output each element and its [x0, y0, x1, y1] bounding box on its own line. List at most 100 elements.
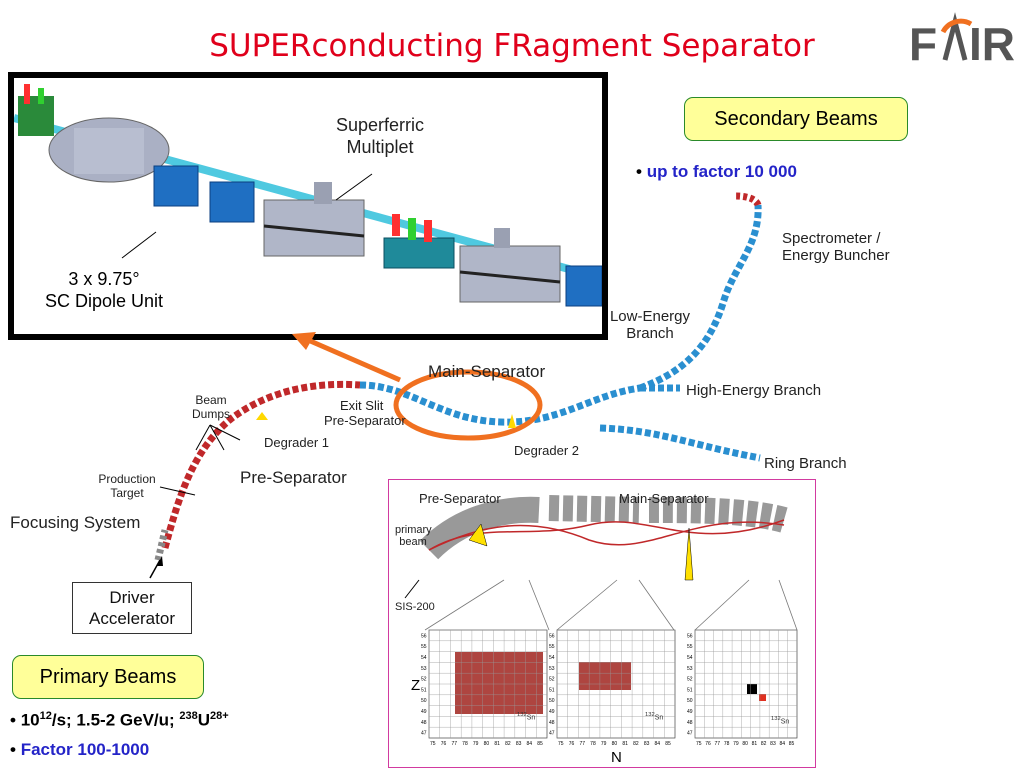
pre-separator-label: Pre-Separator — [240, 468, 347, 487]
n-tick-label: 75 — [558, 741, 564, 747]
primary-bullet-1-text: /s; 1.5-2 GeV/u; — [51, 710, 180, 730]
driver-label-line2: Accelerator — [89, 609, 175, 628]
z-tick-label: 48 — [687, 720, 693, 726]
n-axis-label: N — [611, 749, 622, 766]
n-tick-label: 81 — [752, 741, 758, 747]
low-energy-line — [638, 204, 762, 392]
z-tick-label: 49 — [421, 709, 427, 715]
main-separator-line — [359, 381, 641, 426]
n-tick-label: 75 — [696, 741, 702, 747]
low-energy-label-line2: Branch — [626, 325, 674, 342]
z-tick-label: 51 — [421, 687, 427, 693]
isotope-middle-symbol: Sn — [654, 714, 664, 722]
primary-bullet-1-exp: 12 — [39, 710, 52, 722]
n-tick-label: 79 — [601, 741, 607, 747]
multiplet-label-line2: Multiplet — [346, 137, 414, 157]
primary-bullet-1-element: U — [197, 710, 211, 730]
production-target-label-line1: Production — [98, 472, 156, 486]
z-tick-label: 55 — [687, 644, 693, 650]
primary-bullet-1-charge: 28+ — [210, 710, 229, 722]
z-tick-label: 53 — [687, 666, 693, 672]
z-tick-label: 50 — [687, 698, 693, 704]
z-tick-label: 54 — [421, 655, 427, 661]
inset-primary-label-line2: beam — [399, 536, 427, 548]
magnet-drawing — [14, 84, 602, 307]
dipole-label-line2: SC Dipole Unit — [44, 291, 164, 311]
fair-logo: F IR — [905, 12, 1015, 72]
n-tick-label: 78 — [462, 741, 468, 747]
ring-branch-label: Ring Branch — [764, 455, 847, 472]
logo-letter-f: F — [909, 18, 937, 70]
exit-slit-label: Exit Slit — [340, 398, 384, 413]
secondary-bullet-text: up to factor 10 000 — [646, 162, 797, 181]
n-tick-label: 84 — [655, 741, 661, 747]
z-tick-label: 53 — [421, 666, 427, 672]
spectrometer-label: Spectrometer / Energy Buncher — [782, 230, 890, 264]
z-tick-label: 52 — [687, 677, 693, 683]
n-tick-label: 85 — [537, 741, 543, 747]
pre-separator-line — [161, 380, 361, 549]
focusing-system-label: Focusing System — [10, 513, 141, 532]
dipole-label-line1: 3 x 9.75° — [68, 269, 140, 289]
inset-primary-label-line1: primary — [395, 524, 432, 536]
primary-bullet-2-text: Factor 100-1000 — [20, 740, 150, 759]
isotope-label-right: 132Sn — [771, 716, 789, 725]
n-tick-label: 76 — [441, 741, 447, 747]
magnet-illustration: Superferric Multiplet 3 x 9.75° SC Dipol… — [8, 72, 608, 340]
spectrometer-label-line1: Spectrometer / — [782, 230, 881, 247]
n-tick-label: 76 — [569, 741, 575, 747]
beam-dumps-label-line2: Dumps — [191, 407, 230, 421]
n-tick-label: 83 — [516, 741, 522, 747]
z-tick-label: 47 — [421, 731, 427, 737]
z-tick-label: 55 — [421, 644, 427, 650]
n-tick-label: 82 — [505, 741, 511, 747]
z-tick-label: 54 — [687, 655, 693, 661]
z-tick-label: 50 — [421, 698, 427, 704]
n-tick-label: 85 — [789, 741, 795, 747]
n-tick-label: 84 — [527, 741, 533, 747]
n-tick-label: 79 — [473, 741, 479, 747]
degrader-2-label: Degrader 2 — [514, 443, 580, 458]
production-target-label-line2: Target — [110, 486, 144, 500]
ring-branch-line — [599, 424, 761, 462]
inset-sis-label: SIS-200 — [395, 601, 435, 613]
n-tick-label: 77 — [715, 741, 721, 747]
n-tick-label: 83 — [644, 741, 650, 747]
driver-label-line1: Driver — [109, 588, 155, 607]
z-tick-label: 48 — [549, 720, 555, 726]
n-tick-label: 82 — [761, 741, 767, 747]
z-tick-label: 49 — [687, 709, 693, 715]
inset-primary-beam-label: primary beam — [395, 524, 432, 548]
n-tick-label: 82 — [633, 741, 639, 747]
inset-main-separator-label: Main-Separator — [619, 491, 709, 506]
z-tick-label: 48 — [421, 720, 427, 726]
highlight-ellipse — [393, 369, 543, 441]
z-tick-label: 54 — [549, 655, 555, 661]
n-tick-label: 83 — [770, 741, 776, 747]
n-tick-label: 77 — [579, 741, 585, 747]
isotope-left-mass: 132 — [517, 712, 527, 718]
low-energy-label-line1: Low-Energy — [609, 308, 691, 325]
n-tick-label: 81 — [622, 741, 628, 747]
z-tick-label: 47 — [687, 731, 693, 737]
primary-beams-badge: Primary Beams — [12, 655, 204, 699]
svg-text:IR: IR — [969, 18, 1015, 70]
primary-bullet-1-mass: 238 — [179, 710, 198, 722]
isotope-middle-mass: 132 — [645, 712, 655, 718]
z-tick-label: 50 — [549, 698, 555, 704]
multiplet-label-line1: Superferric — [335, 115, 425, 135]
n-tick-label: 84 — [779, 741, 785, 747]
n-tick-label: 80 — [612, 741, 618, 747]
z-tick-label: 52 — [421, 677, 427, 683]
highlight-arrow — [307, 337, 401, 383]
primary-bullet-2: • Factor 100-1000 — [10, 740, 150, 759]
z-tick-label: 51 — [687, 687, 693, 693]
main-separator-label: Main-Separator — [428, 362, 546, 381]
n-tick-label: 81 — [494, 741, 500, 747]
degrader-1-label: Degrader 1 — [264, 435, 330, 450]
z-tick-label: 52 — [549, 677, 555, 683]
z-tick-label: 53 — [549, 666, 555, 672]
spectrometer-label-line2: Energy Buncher — [782, 247, 890, 264]
